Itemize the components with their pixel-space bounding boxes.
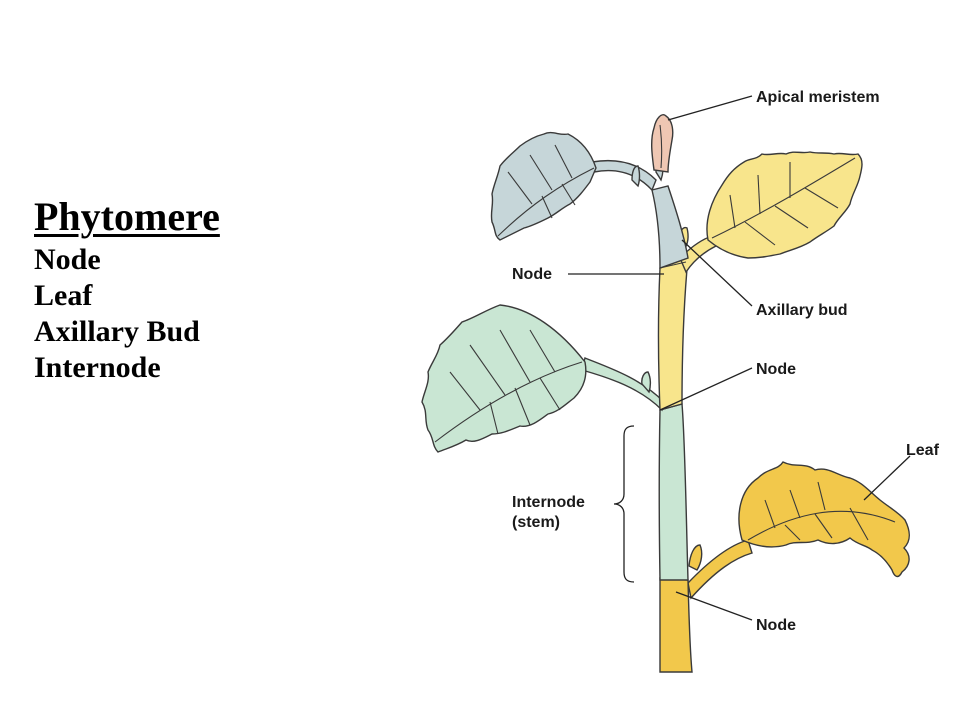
top-leaf-vein	[529, 154, 553, 191]
list-title: Phytomere	[34, 194, 220, 239]
label-node-bottom: Node	[756, 617, 796, 634]
upper-leaf	[706, 151, 863, 259]
upper-stem-segment	[657, 256, 689, 411]
list-item-node: Node	[34, 243, 101, 276]
label-node-middle: Node	[756, 361, 796, 378]
label-leaf: Leaf	[906, 442, 940, 459]
bottom-leaf	[738, 461, 911, 578]
top-leaf-vein	[541, 195, 553, 219]
bottom-phytomere	[659, 461, 911, 673]
internode-bracket	[613, 425, 635, 583]
leader-apical-meristem	[667, 95, 753, 121]
bottom-stem-segment	[659, 577, 693, 673]
apical-meristem-shape	[651, 114, 674, 173]
middle-leaf	[421, 304, 587, 453]
middle-leaf-vein	[514, 387, 531, 426]
bottom-leaf-vein	[764, 499, 776, 529]
leader-axillary-bud	[681, 239, 753, 307]
middle-leaf-vein	[469, 344, 506, 396]
top-phytomere	[490, 114, 689, 269]
top-leaf	[490, 131, 597, 241]
leader-node-middle	[659, 367, 753, 411]
top-leaf-vein	[561, 183, 576, 206]
top-stem-segment	[651, 185, 689, 269]
phytomere-list: Phytomere Node Leaf Axillary Bud Interno…	[34, 192, 220, 386]
top-axillary-bud-left	[631, 165, 641, 188]
bottom-leaf-vein	[849, 507, 869, 541]
middle-leaf-vein	[449, 371, 481, 411]
middle-leaf-vein	[499, 329, 531, 383]
label-node-top: Node	[512, 266, 552, 283]
upper-leaf-vein	[757, 174, 761, 215]
meristem-line	[659, 124, 663, 169]
upper-leaf-vein	[774, 205, 809, 229]
middle-leaf-midrib	[434, 361, 583, 443]
bottom-leaf-vein	[817, 481, 826, 511]
upper-phytomere	[657, 151, 863, 411]
node-boundary-top	[659, 261, 687, 269]
middle-leaf-vein	[539, 377, 561, 411]
top-leaf-vein	[554, 144, 573, 179]
middle-leaf-vein	[489, 401, 499, 435]
label-internode-stem: (stem)	[512, 514, 560, 531]
internode-stem-segment	[658, 403, 689, 581]
label-axillary-bud: Axillary bud	[756, 302, 848, 319]
bottom-axillary-bud	[688, 544, 703, 571]
bottom-petiole	[687, 539, 753, 600]
upper-leaf-vein	[729, 194, 736, 229]
list-item-leaf: Leaf	[34, 279, 93, 312]
top-petiole	[591, 159, 657, 192]
top-leaf-midrib	[497, 167, 595, 237]
leader-node-bottom	[675, 591, 753, 621]
upper-leaf-midrib	[711, 157, 856, 239]
top-leaf-vein	[507, 171, 533, 205]
leader-leaf	[863, 455, 911, 501]
bottom-leaf-vein	[784, 524, 801, 541]
bottom-leaf-midrib	[747, 510, 896, 541]
middle-petiole	[581, 357, 665, 412]
middle-leaf-vein	[529, 329, 556, 373]
bottom-leaf-vein	[789, 489, 801, 519]
label-internode: Internode	[512, 494, 585, 511]
label-apical-meristem: Apical meristem	[756, 89, 880, 106]
bottom-leaf-vein	[814, 513, 833, 539]
upper-leaf-vein	[744, 221, 776, 246]
list-item-internode: Internode	[34, 351, 161, 384]
upper-leaf-vein	[804, 187, 839, 209]
list-item-axillary-bud: Axillary Bud	[34, 315, 200, 348]
middle-axillary-bud	[641, 371, 652, 394]
middle-phytomere	[421, 304, 689, 581]
